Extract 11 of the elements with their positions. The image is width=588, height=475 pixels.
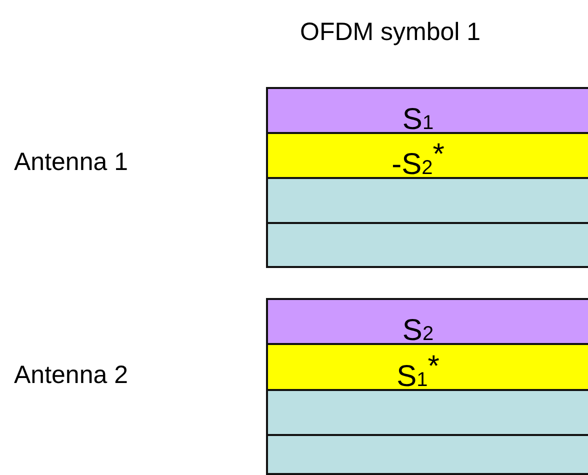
subcarrier-band [266,132,588,179]
subcarrier-band [266,177,588,224]
subcarrier-band [266,343,588,391]
subcarrier-band [266,87,588,134]
row-label: Antenna 1 [14,148,128,177]
subcarrier-band [266,389,588,436]
column-header: OFDM symbol 1 [300,18,481,47]
subcarrier-band [266,222,588,268]
subcarrier-band [266,434,588,475]
row-label: Antenna 2 [14,361,128,390]
subcarrier-band [266,298,588,345]
